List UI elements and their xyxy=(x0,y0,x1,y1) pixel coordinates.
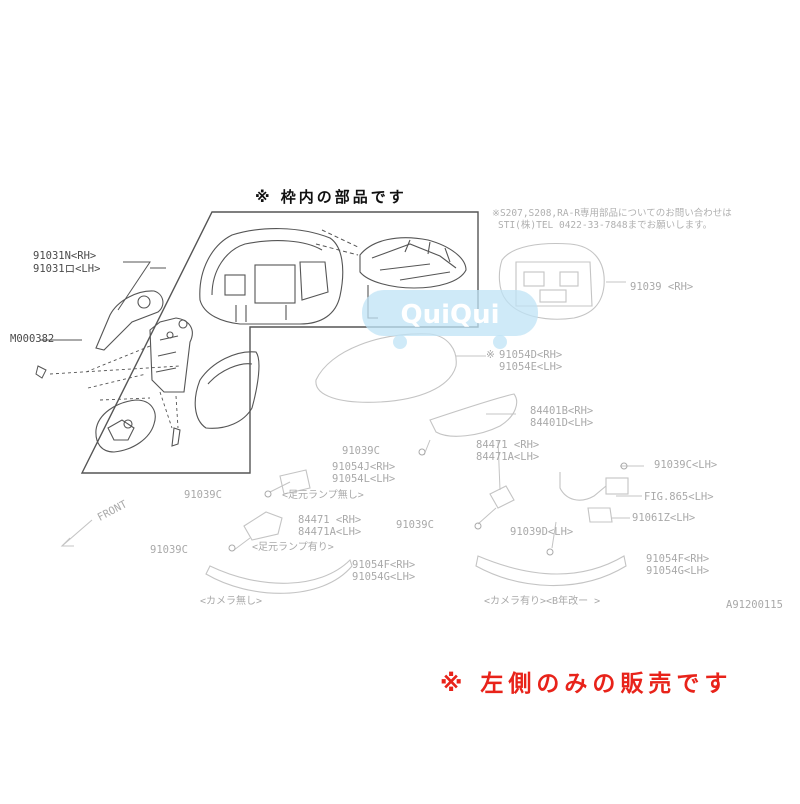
bracket-drawing xyxy=(95,290,260,453)
label-91054j: 91054J<RH> xyxy=(332,461,396,473)
label-84471-rh-b: 84471 <RH> xyxy=(298,514,362,526)
label-84401b: 84401B<RH> xyxy=(530,405,594,417)
label-91054e: 91054E<LH> xyxy=(499,361,563,373)
label-84471a-lh: 84471A<LH> xyxy=(476,451,540,463)
inquiry-note-line2: STI(株)TEL 0422-33-7848までお願いします。 xyxy=(498,220,713,231)
note-no-foot-lamp: <足元ランプ無し> xyxy=(282,490,364,501)
label-91039d: 91039D<LH> xyxy=(510,526,574,538)
leader-lines-main xyxy=(40,261,166,341)
label-91054f-b: 91054F<RH> xyxy=(646,553,710,565)
label-91031n: 91031N<RH> xyxy=(33,250,97,262)
reference-code: A91200115 xyxy=(726,599,783,611)
left-side-only-notice: ※ 左側のみの販売です xyxy=(440,671,733,697)
star-mark: ※ xyxy=(486,349,495,361)
note-with-camera: <カメラ有り><B年改ー > xyxy=(484,596,601,607)
dashed-leader-1 xyxy=(315,229,361,256)
dashed-leaders-2 xyxy=(49,345,181,429)
screw-m000382 xyxy=(35,365,47,379)
label-91039c-a: 91039C xyxy=(342,445,380,457)
faint-leader-lines xyxy=(233,281,644,551)
label-84471a-lh-b: 84471A<LH> xyxy=(298,526,362,538)
label-91039c-b: 91039C xyxy=(184,489,222,501)
label-91054g-b: 91054G<LH> xyxy=(646,565,710,577)
frame-outline xyxy=(80,211,479,474)
label-91054f-a: 91054F<RH> xyxy=(352,559,416,571)
label-84401d: 84401D<LH> xyxy=(530,417,594,429)
label-91031l: 91031ロ<LH> xyxy=(33,263,101,275)
label-91039-rh: 91039 <RH> xyxy=(630,281,694,293)
note-no-camera: <カメラ無し> xyxy=(200,596,263,607)
label-91039c-c: 91039C xyxy=(396,519,434,531)
label-91039c-lh: 91039C<LH> xyxy=(654,459,718,471)
mirror-housing-drawing xyxy=(199,228,467,325)
label-m000382: M000382 xyxy=(10,333,55,345)
note-with-foot-lamp: <足元ランプ有り> xyxy=(252,542,334,553)
label-91054l: 91054L<LH> xyxy=(332,473,396,485)
label-91054g-a: 91054G<LH> xyxy=(352,571,416,583)
label-fig865: FIG.865<LH> xyxy=(644,491,714,503)
label-91039c-d: 91039C xyxy=(150,544,188,556)
frame-note-title: ※ 枠内の部品です xyxy=(255,188,407,206)
label-91054d: 91054D<RH> xyxy=(499,349,563,361)
label-91061z: 91061Z<LH> xyxy=(632,512,696,524)
label-84471-rh: 84471 <RH> xyxy=(476,439,540,451)
inquiry-note-line1: ※S207,S208,RA-R専用部品についてのお問い合わせは xyxy=(492,208,732,219)
